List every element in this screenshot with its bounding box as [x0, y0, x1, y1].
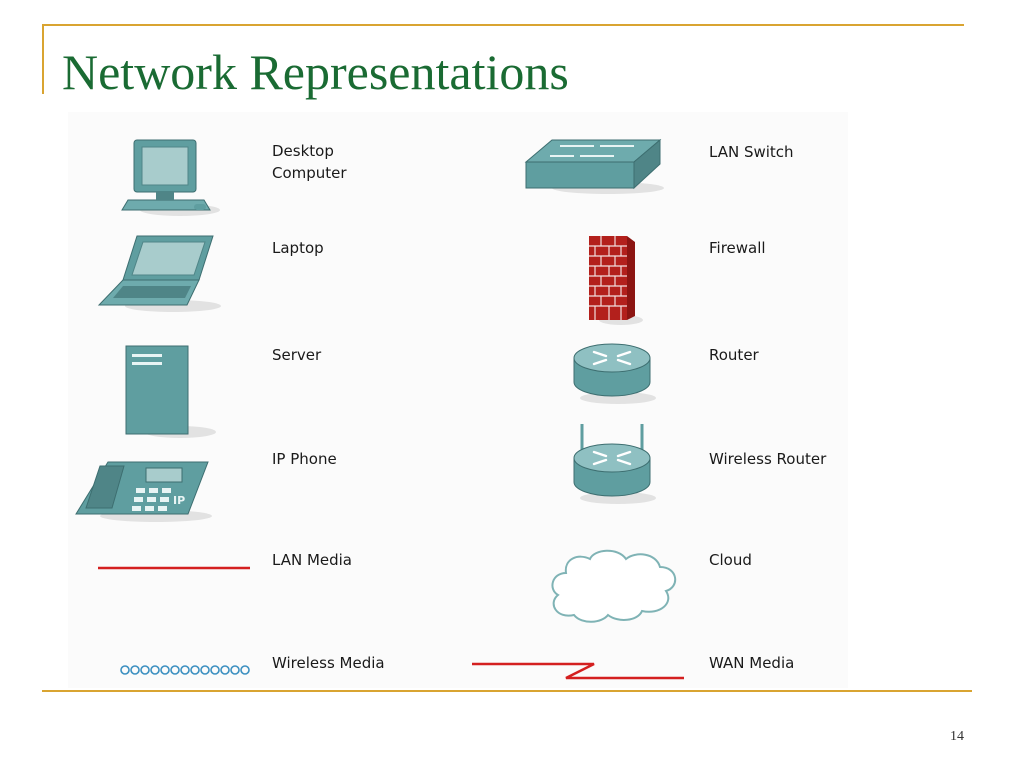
label-wireless-media: Wireless Media: [272, 654, 385, 672]
label-lan-switch: LAN Switch: [709, 143, 794, 161]
desktop-computer-icon: [121, 139, 220, 216]
laptop-icon: [97, 235, 221, 312]
label-laptop: Laptop: [272, 239, 324, 257]
label-wireless-router: Wireless Router: [709, 450, 827, 468]
lan-switch-icon: [524, 138, 664, 194]
wireless-media-icon: [120, 665, 250, 675]
frame-top-rule: [42, 24, 964, 26]
label-lan-media: LAN Media: [272, 551, 353, 569]
frame-left-rule: [42, 24, 44, 94]
cloud-icon: [551, 549, 676, 623]
router-icon: [573, 343, 656, 404]
slide-title: Network Representations: [62, 44, 569, 100]
server-icon: [125, 345, 216, 438]
wireless-router-icon: [573, 424, 656, 504]
label-server: Server: [272, 346, 322, 364]
label-cloud: Cloud: [709, 551, 752, 569]
ip-phone-icon: IP: [75, 461, 212, 522]
lan-media-icon: [98, 566, 250, 570]
frame-bottom-rule: [42, 690, 972, 692]
wan-media-icon: [472, 662, 684, 680]
label-desktop-computer-line2: Computer: [272, 164, 347, 182]
label-firewall: Firewall: [709, 239, 766, 257]
svg-text:IP: IP: [173, 494, 185, 507]
label-desktop-computer-line1: Desktop: [272, 142, 334, 160]
label-ip-phone: IP Phone: [272, 450, 337, 468]
label-wan-media: WAN Media: [709, 654, 795, 672]
firewall-icon: [589, 236, 643, 325]
label-router: Router: [709, 346, 759, 364]
page-number: 14: [950, 729, 964, 744]
